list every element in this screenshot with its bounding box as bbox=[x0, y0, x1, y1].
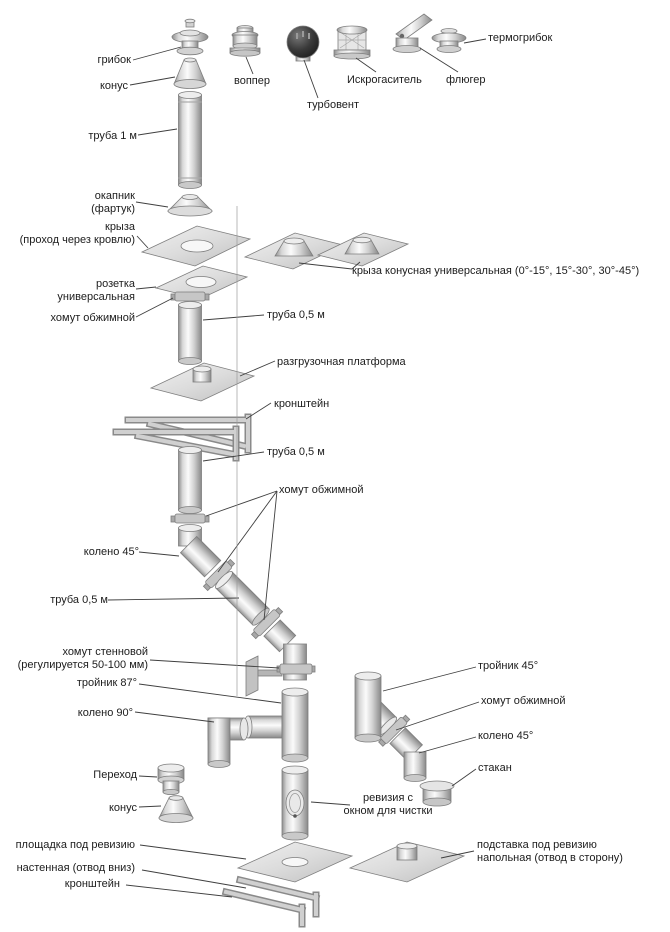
part-ploshchadka bbox=[236, 841, 354, 883]
label-truba-05-1: труба 0,5 м bbox=[267, 309, 325, 321]
label-koleno-90: колено 90° bbox=[77, 707, 133, 719]
label-gribok: грибок bbox=[97, 54, 131, 66]
label-ploshchadka: площадка под ревизию bbox=[15, 839, 135, 851]
part-koleno-90 bbox=[207, 717, 249, 768]
part-truba-05-1 bbox=[178, 301, 202, 365]
label-iskrogasitel: Искрогаситель bbox=[347, 74, 422, 86]
part-stakan bbox=[419, 780, 455, 807]
part-kryza bbox=[140, 225, 252, 267]
label-podstavka: подставка под ревизию напольная (отвод в… bbox=[477, 839, 623, 864]
label-termogribok: термогрибок bbox=[488, 32, 553, 44]
label-truba-1m: труба 1 м bbox=[88, 130, 137, 142]
label-kronshtein-2: кронштейн bbox=[64, 878, 120, 890]
part-kryza-konusnaya-2 bbox=[316, 232, 410, 267]
label-perekhod: Переход bbox=[93, 769, 137, 781]
label-kryza: крыза (проход через кровлю) bbox=[19, 221, 135, 246]
label-kronshtein-1: кронштейн bbox=[274, 398, 330, 410]
part-flyuger bbox=[392, 13, 433, 53]
part-turbovent bbox=[286, 25, 320, 62]
part-vopper-cap bbox=[229, 25, 261, 57]
label-troynik-87: тройник 87° bbox=[76, 677, 137, 689]
label-konus-bottom: конус bbox=[108, 802, 137, 814]
leader-lines bbox=[107, 38, 487, 898]
part-razgruzochnaya-platforma bbox=[149, 362, 256, 402]
label-turbovent: турбовент bbox=[307, 99, 360, 111]
label-konus-top: конус bbox=[99, 80, 128, 92]
part-termogribok bbox=[431, 28, 467, 53]
part-kronshtein-1 bbox=[112, 413, 252, 462]
label-rozetka: розетка универсальная bbox=[57, 278, 135, 303]
label-okapnik: окапник (фартук) bbox=[91, 190, 135, 215]
label-flyuger: флюгер bbox=[446, 74, 486, 86]
part-perekhod bbox=[157, 763, 185, 796]
part-podstavka bbox=[348, 841, 466, 883]
label-truba-05-3: труба 0,5 м bbox=[50, 594, 108, 606]
part-khomut-stennovoy bbox=[245, 655, 316, 697]
part-konus-top bbox=[173, 57, 207, 89]
label-khomut-obzhimnoy-3: хомут обжимной bbox=[481, 695, 566, 707]
label-razgruzochnaya-platforma: разгрузочная платформа bbox=[277, 356, 406, 368]
part-konus-bottom bbox=[158, 795, 194, 823]
label-reviziya: ревизия с окном для чистки bbox=[343, 792, 433, 817]
part-okapnik bbox=[167, 194, 213, 217]
label-koleno-45-2: колено 45° bbox=[478, 730, 534, 742]
label-stakan: стакан bbox=[478, 762, 512, 774]
part-kronshtein-2 bbox=[221, 875, 321, 928]
label-nastennaya: настенная (отвод вниз) bbox=[16, 862, 135, 874]
part-reviziya bbox=[281, 765, 309, 841]
label-kryza-konusnaya: крыза конусная универсальная (0°-15°, 15… bbox=[352, 265, 640, 277]
part-khomut-1 bbox=[170, 291, 210, 302]
part-khomut-3 bbox=[378, 714, 411, 747]
part-diagonal-chain bbox=[179, 535, 297, 653]
part-iskrogasitel bbox=[333, 25, 371, 60]
label-vopper: воппер bbox=[234, 75, 270, 87]
label-khomut-obzhimnoy-1: хомут обжимной bbox=[50, 312, 135, 324]
part-troynik-87 bbox=[243, 687, 309, 763]
part-truba-1m bbox=[178, 91, 202, 189]
part-khomut-2 bbox=[170, 513, 210, 524]
part-koleno-45-bottom bbox=[283, 643, 307, 681]
label-truba-05-2: труба 0,5 м bbox=[267, 446, 325, 458]
label-khomut-stennovoy: хомут стенновой (регулируется 50-100 мм) bbox=[17, 646, 148, 671]
label-troynik-45: тройник 45° bbox=[478, 660, 539, 672]
label-khomut-obzhimnoy-2: хомут обжимной bbox=[279, 484, 364, 496]
part-koleno-45-right bbox=[389, 727, 427, 782]
part-gribok bbox=[171, 18, 209, 56]
label-koleno-45-1: колено 45° bbox=[83, 546, 139, 558]
part-truba-05-2 bbox=[178, 446, 202, 514]
